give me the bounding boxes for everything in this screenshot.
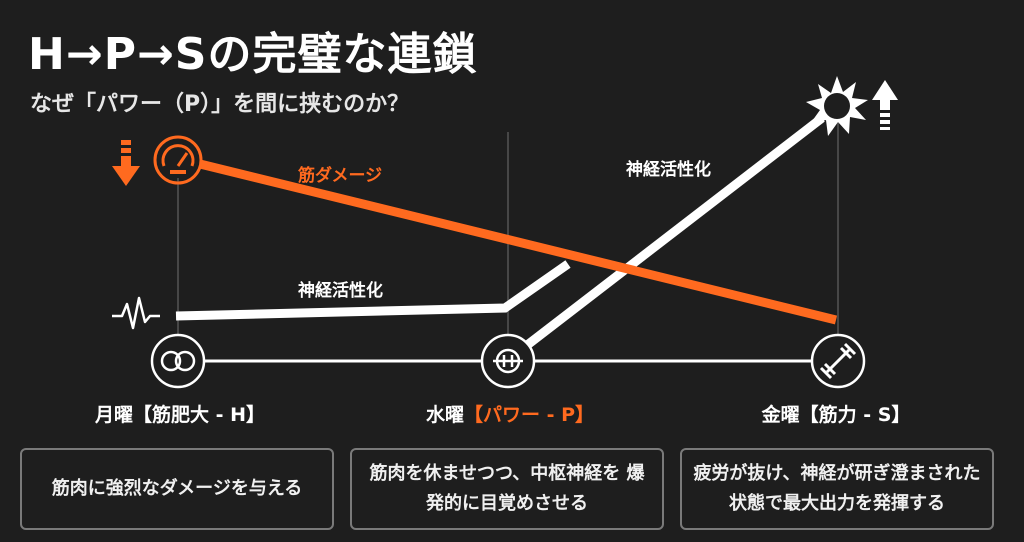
day-name: 金曜 xyxy=(761,404,800,426)
page-subtitle: なぜ「パワー（P）」を間に挟むのか？ xyxy=(30,92,410,117)
gauge-icon xyxy=(153,135,203,185)
muscle-damage-label: 筋ダメージ xyxy=(297,165,382,186)
day-bracket: 【筋肥大 - H】 xyxy=(132,404,266,426)
day-name: 月曜 xyxy=(94,404,133,426)
dumbbell-icon xyxy=(810,333,866,389)
neural-label-left: 神経活性化 xyxy=(298,280,383,301)
description-text: 疲労が抜け、神経が研ぎ澄まされた状態で最大出力を発揮する xyxy=(693,463,981,514)
down-arrow-icon xyxy=(112,140,140,186)
day-bracket: 【筋力 - S】 xyxy=(799,404,911,426)
day-label-monday: 月曜【筋肥大 - H】 xyxy=(95,400,265,427)
neural-activation-rise xyxy=(523,114,825,350)
up-arrow-icon xyxy=(872,80,898,130)
power-icon xyxy=(480,333,536,389)
rings-icon xyxy=(150,333,206,389)
description-box-wednesday: 筋肉を休ませつつ、中枢神経を 爆発的に目覚めさせる xyxy=(350,448,664,530)
day-label-wednesday: 水曜【パワー - P】 xyxy=(426,400,594,427)
neural-label-right: 神経活性化 xyxy=(626,159,711,180)
day-label-friday: 金曜【筋力 - S】 xyxy=(762,400,911,427)
heartbeat-icon xyxy=(112,296,160,330)
day-bracket: 【パワー - P】 xyxy=(463,404,595,426)
description-text: 筋肉に強烈なダメージを与える xyxy=(51,478,303,499)
day-name: 水曜 xyxy=(425,404,464,426)
description-box-friday: 疲労が抜け、神経が研ぎ澄まされた状態で最大出力を発揮する xyxy=(680,448,994,530)
muscle-damage-line xyxy=(198,159,838,325)
page-title: H→P→Sの完璧な連鎖 xyxy=(28,29,478,80)
description-box-monday: 筋肉に強烈なダメージを与える xyxy=(20,448,334,530)
neural-activation-line xyxy=(175,260,571,321)
burst-icon xyxy=(806,76,868,136)
description-text: 筋肉を休ませつつ、中枢神経を 爆発的に目覚めさせる xyxy=(369,463,645,514)
